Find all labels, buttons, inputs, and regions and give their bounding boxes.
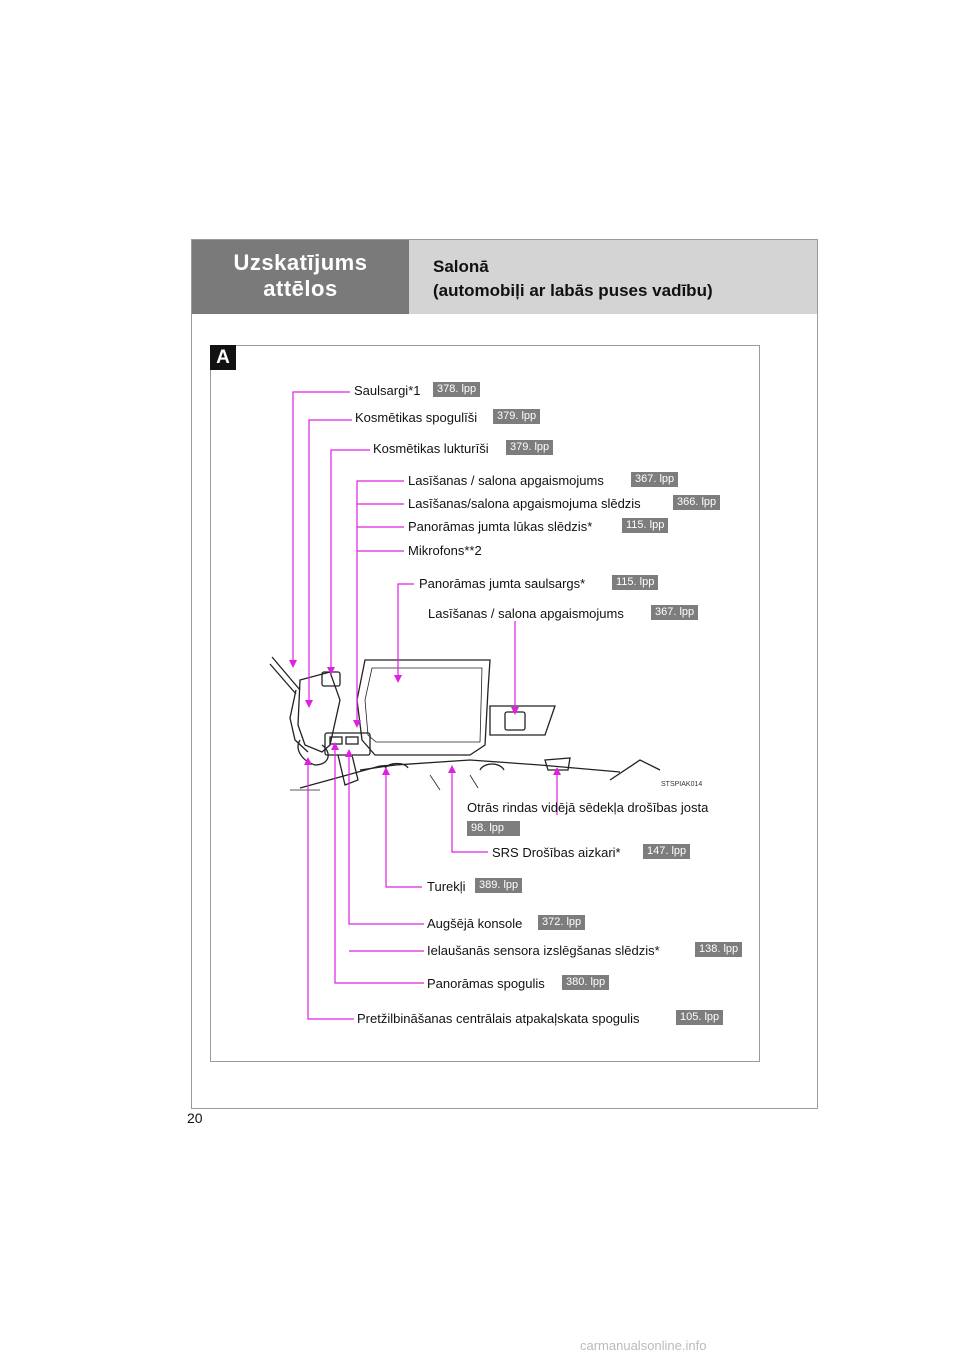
page-badge-rear-view-mirror[interactable]: 105. lpp (676, 1010, 724, 1025)
label-vanity-lights: Kosmētikas lukturīši (373, 441, 489, 456)
leader-lines (292, 391, 558, 1020)
label-reading-light: Lasīšanas / salona apgaismojums (408, 473, 604, 488)
label-sunroof-switch: Panorāmas jumta lūkas slēdzis* (408, 519, 593, 534)
figure-code: STSPIAK014 (661, 781, 703, 788)
label-panoramic-mirror: Panorāmas spogulis (427, 976, 545, 991)
page-badge-reading-light-switch[interactable]: 366. lpp (673, 495, 721, 510)
page-frame: Uzskatījums attēlos Salonā (automobiļi a… (191, 239, 818, 1109)
label-vanity-mirrors: Kosmētikas spogulīši (355, 410, 478, 425)
sun-visor-shape (297, 671, 341, 753)
page-badge-center-seat-belt[interactable]: 98. lpp (467, 821, 520, 836)
figure-tag: A (210, 345, 236, 370)
page-badge-srs-curtain-airbags[interactable]: 147. lpp (643, 844, 691, 859)
rear-view-mirror-shape (297, 739, 329, 766)
section-tab: Uzskatījums attēlos (192, 240, 409, 314)
label-sunroof-shade: Panorāmas jumta saulsargs* (419, 576, 586, 591)
label-reading-light-switch: Lasīšanas/salona apgaismojuma slēdzis (408, 496, 641, 511)
label-rear-view-mirror: Pretžilbināšanas centrālais atpakaļskata… (357, 1011, 640, 1026)
page-badge-sun-visors[interactable]: 378. lpp (433, 382, 481, 397)
sunroof-shape (356, 659, 491, 756)
page-badge-sunroof-shade[interactable]: 115. lpp (612, 575, 659, 590)
page-title: Salonā (automobiļi ar labās puses vadību… (409, 240, 817, 314)
page-badge-vanity-mirrors[interactable]: 379. lpp (493, 409, 541, 424)
figure-panel (210, 345, 760, 1062)
page-badge-assist-grips[interactable]: 389. lpp (475, 878, 523, 893)
page-badge-intrusion-sensor-switch[interactable]: 138. lpp (695, 942, 743, 957)
label-center-seat-belt: Otrās rindas vidējā sēdekļa drošības jos… (467, 800, 709, 815)
label-sun-visors: Saulsargi*1 (354, 383, 421, 398)
page-badge-sunroof-switch[interactable]: 115. lpp (622, 518, 669, 533)
page-badge-reading-light-rear[interactable]: 367. lpp (651, 605, 699, 620)
page-badge-overhead-console[interactable]: 372. lpp (538, 915, 586, 930)
label-srs-curtain-airbags: SRS Drošības aizkari* (492, 845, 621, 860)
page-title-line2: (automobiļi ar labās puses vadību) (433, 281, 713, 300)
footer-watermark: carmanualsonline.info (580, 1338, 707, 1353)
page-badge-panoramic-mirror[interactable]: 380. lpp (562, 975, 610, 990)
label-intrusion-sensor-switch: Ielaušanās sensora izslēgšanas slēdzis* (427, 943, 660, 958)
label-overhead-console: Augšējā konsole (427, 916, 523, 931)
page-badge-reading-light[interactable]: 367. lpp (631, 472, 679, 487)
label-reading-light-rear: Lasīšanas / salona apgaismojums (428, 606, 624, 621)
arrow-heads (289, 660, 561, 775)
label-assist-grips: Turekļi (427, 879, 466, 894)
section-title-line2: attēlos (263, 276, 338, 301)
page-number: 20 (187, 1110, 203, 1126)
page-title-line1: Salonā (433, 257, 489, 276)
section-title-line1: Uzskatījums (233, 250, 368, 275)
label-microphone: Mikrofons**2 (408, 543, 482, 558)
page-badge-vanity-lights[interactable]: 379. lpp (506, 440, 554, 455)
